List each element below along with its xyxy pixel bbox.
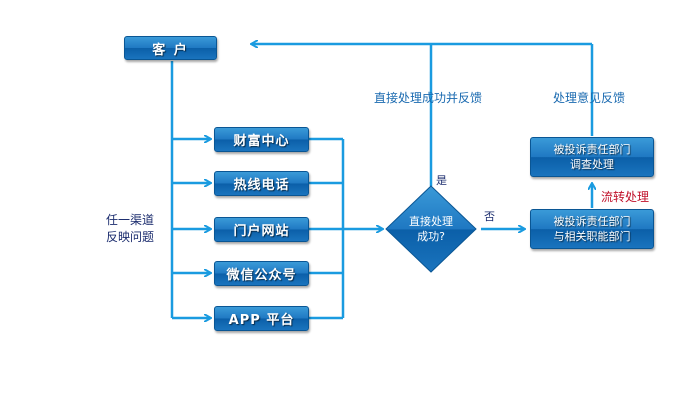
dept-investigate-box: 被投诉责任部门 调查处理 (530, 137, 654, 177)
decision-line2: 成功? (417, 230, 445, 243)
decision-diamond (385, 185, 477, 273)
channels-caption-line2: 反映问题 (106, 230, 155, 244)
transfer-label: 流转处理 (601, 190, 650, 204)
channel-wealth-center: 财富中心 (214, 127, 309, 152)
channels-caption-line1: 任一渠道 (106, 213, 155, 227)
dept-receive-line2: 与相关职能部门 (553, 230, 631, 243)
top-feedback-label: 直接处理成功并反馈 (374, 91, 483, 105)
channel-wechat: 微信公众号 (214, 261, 309, 286)
decision-line1: 直接处理 (409, 215, 453, 228)
channel-label: 微信公众号 (226, 268, 297, 283)
dept-feedback-label: 处理意见反馈 (553, 91, 626, 105)
channel-hotline: 热线电话 (214, 171, 309, 196)
channel-label: APP 平台 (228, 313, 295, 328)
customer-label: 客 户 (152, 42, 189, 58)
channel-portal: 门户网站 (214, 217, 309, 242)
channels-caption: 任一渠道 反映问题 (106, 212, 154, 246)
customer-box: 客 户 (124, 36, 217, 60)
dept-investigate-line2: 调查处理 (570, 158, 614, 171)
decision-text: 直接处理 成功? (391, 214, 471, 244)
channel-app: APP 平台 (214, 306, 309, 331)
channel-label: 热线电话 (233, 178, 290, 193)
no-label: 否 (484, 210, 495, 223)
channel-label: 财富中心 (233, 134, 290, 149)
channel-label: 门户网站 (233, 224, 290, 239)
yes-label: 是 (436, 174, 447, 187)
dept-investigate-line1: 被投诉责任部门 (553, 143, 631, 156)
dept-receive-line1: 被投诉责任部门 (553, 215, 631, 228)
dept-receive-box: 被投诉责任部门 与相关职能部门 (530, 209, 654, 249)
